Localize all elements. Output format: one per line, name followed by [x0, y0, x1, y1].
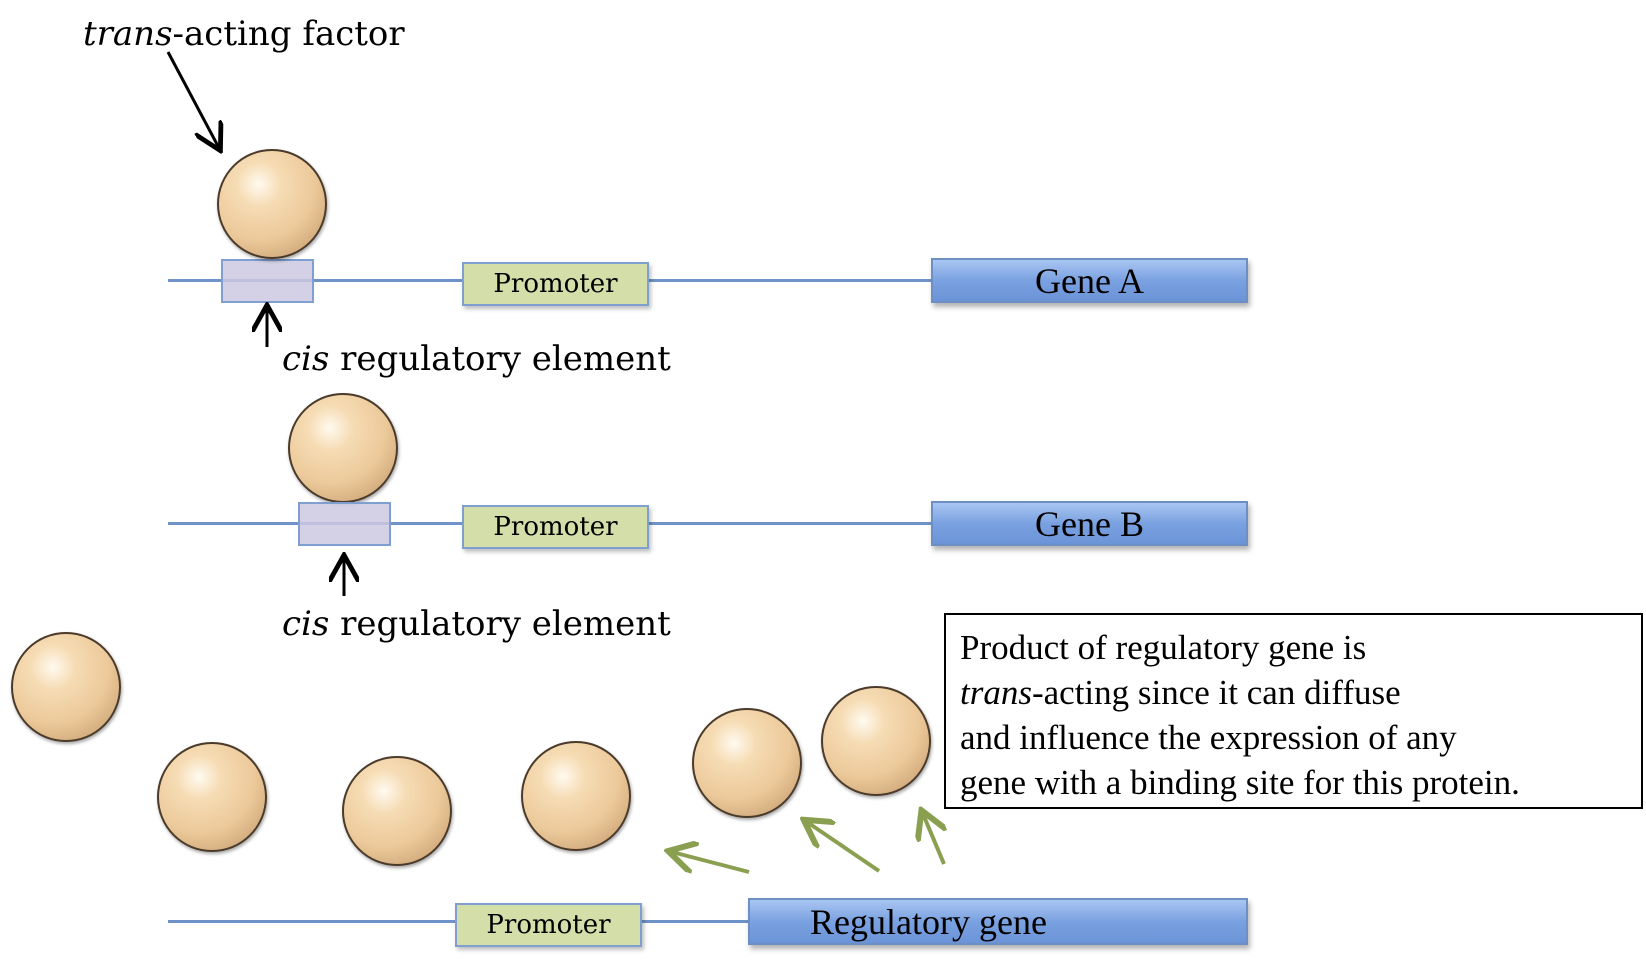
trans-factor-bound-b [288, 393, 398, 503]
free-trans-factor [692, 708, 802, 818]
free-trans-factor [821, 686, 931, 796]
promoter-label: Promoter [486, 910, 611, 940]
regulatory-gene-label: Regulatory gene [810, 901, 1047, 942]
trans-factor-bound-a [217, 149, 327, 259]
free-trans-factor [157, 742, 267, 852]
cis-italic: cis [282, 339, 330, 379]
trans-italic: trans [83, 14, 173, 54]
diffusion-arrow [923, 814, 944, 865]
explanation-line: and influence the expression of any [960, 718, 1457, 757]
free-trans-factor [521, 741, 631, 851]
promoter-gene-b: Promoter [462, 505, 649, 549]
explanation-line: Product of regulatory gene is [960, 628, 1367, 667]
diffusion-arrow [672, 852, 750, 874]
free-trans-factor [342, 756, 452, 866]
gene-b-box: Gene B [931, 501, 1248, 546]
promoter-gene-a: Promoter [462, 262, 649, 306]
cis-element-label-b: cis regulatory element [282, 604, 671, 644]
explanation-box: Product of regulatory gene is trans-acti… [944, 613, 1643, 809]
gene-b-label: Gene B [1035, 503, 1144, 544]
diffusion-arrow [807, 822, 881, 873]
explanation-line: gene with a binding site for this protei… [960, 763, 1520, 802]
gene-a-box: Gene A [931, 258, 1248, 303]
explanation-text: -acting since it can diffuse [1031, 673, 1401, 712]
trans-rest: -acting factor [172, 14, 405, 54]
cis-rest: regulatory element [329, 339, 671, 379]
promoter-regulatory: Promoter [455, 903, 642, 947]
free-trans-factor [11, 632, 121, 742]
explanation-line: trans-acting since it can diffuse [960, 670, 1627, 715]
promoter-label: Promoter [493, 512, 618, 542]
trans-factor-arrow [166, 51, 219, 148]
trans-italic: trans [960, 673, 1032, 712]
cis-element-gene-b [298, 502, 391, 546]
gene-a-label: Gene A [1035, 260, 1144, 301]
trans-acting-factor-label: trans-acting factor [83, 14, 405, 54]
regulatory-gene-box: Regulatory gene [748, 898, 1248, 945]
cis-italic: cis [282, 604, 330, 644]
cis-rest: regulatory element [329, 604, 671, 644]
promoter-label: Promoter [493, 269, 618, 299]
cis-element-label-a: cis regulatory element [282, 339, 671, 379]
